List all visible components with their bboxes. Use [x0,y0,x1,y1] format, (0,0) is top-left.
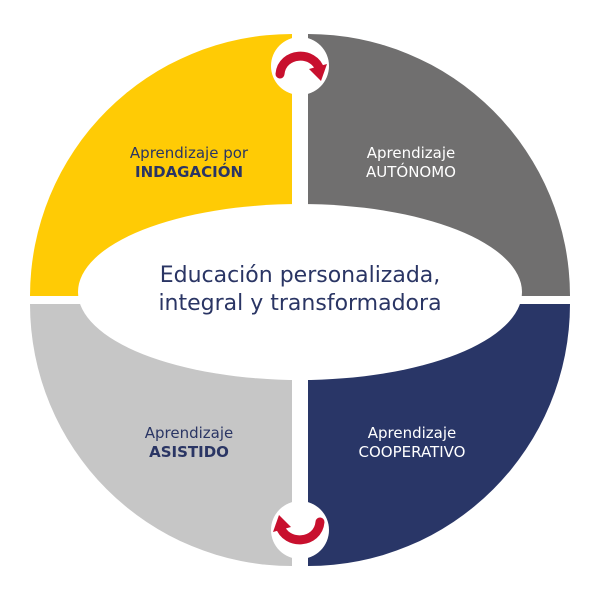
cycle-arrow-icon [271,37,329,95]
asistido-label-line2: ASISTIDO [149,443,229,461]
center-ellipse [78,204,522,380]
autonomo-label-line2: AUTÓNOMO [366,162,456,181]
center-title-line2: integral y transformadora [158,291,441,316]
autonomo-label-line1: Aprendizaje [367,144,456,162]
cycle-arrow-icon [271,501,329,559]
center-title-line1: Educación personalizada, [160,263,441,288]
cooperativo-label-line1: Aprendizaje [368,424,457,442]
indagacion-label-line1: Aprendizaje por [130,144,249,162]
cooperativo-label-line2: COOPERATIVO [359,443,466,461]
asistido-label-line1: Aprendizaje [145,424,234,442]
indagacion-label-line2: INDAGACIÓN [135,162,243,181]
